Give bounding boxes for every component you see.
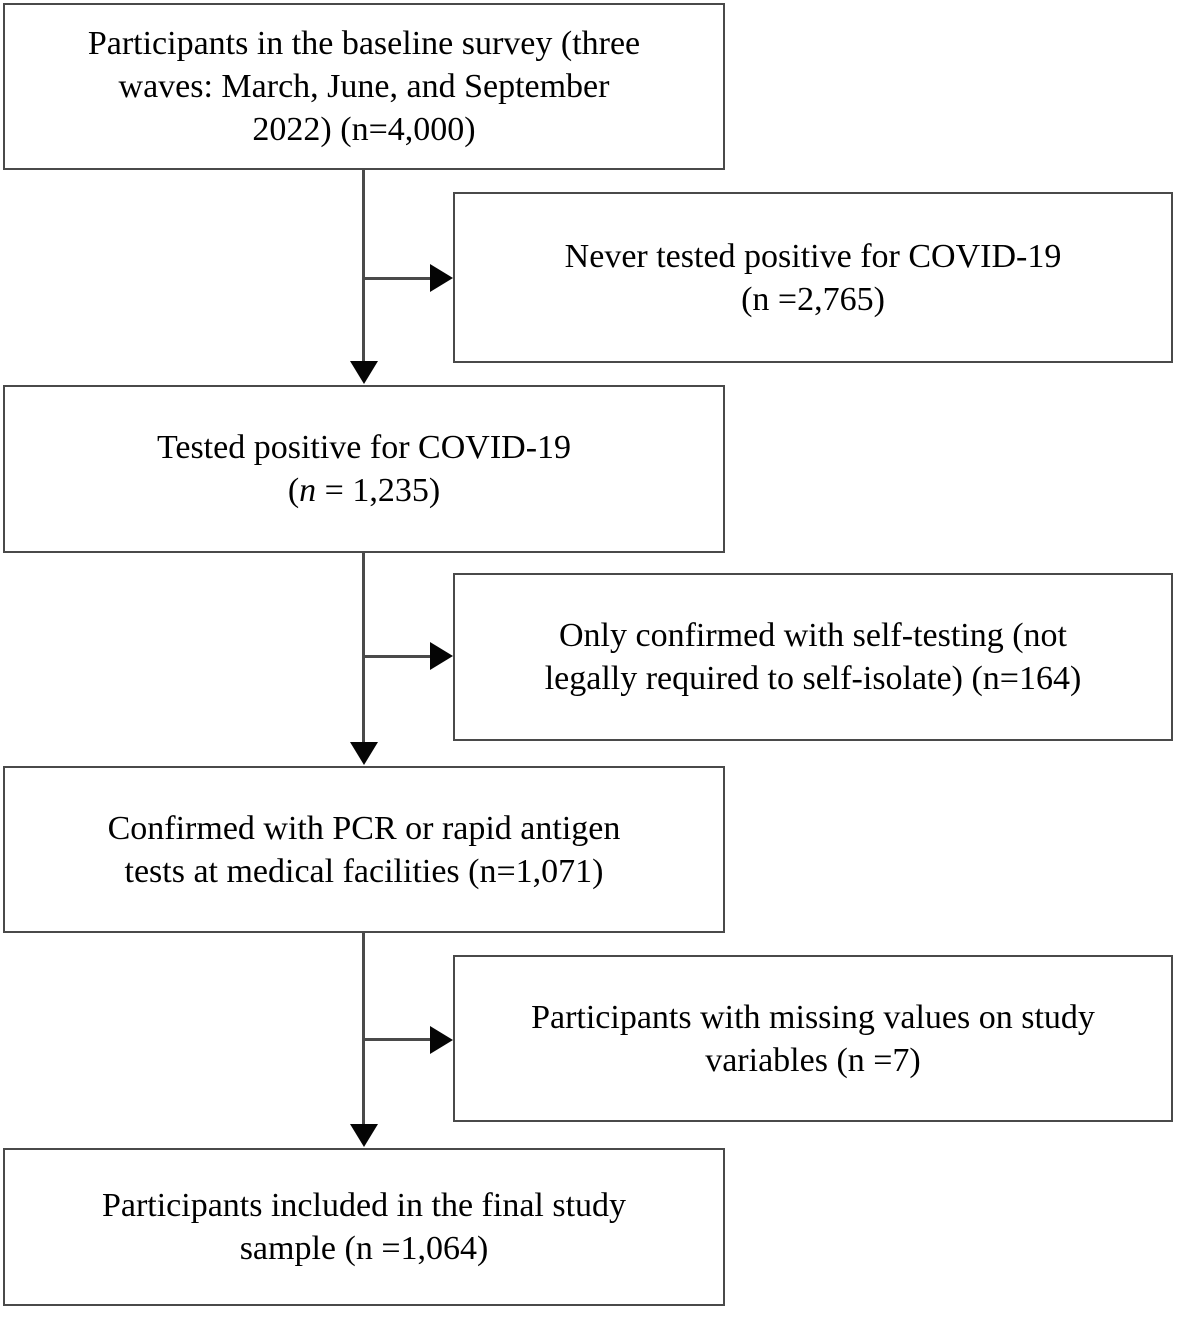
box-text-line: sample (n =1,064) — [239, 1230, 489, 1267]
flow-box-final-sample: Participants included in the final study… — [3, 1148, 725, 1306]
flow-box-missing-values: Participants with missing values on stud… — [453, 955, 1173, 1122]
box-text-line: Only confirmed with self-testing (not — [558, 617, 1067, 654]
math-variable-n: n — [299, 472, 317, 509]
box-text-line: Participants in the baseline survey (thr… — [87, 25, 641, 62]
box-text-line: (n =2,765) — [741, 280, 885, 318]
box-text-line: legally required to self-isolate) (n=164… — [544, 660, 1082, 697]
down-arrowhead-icon — [350, 1124, 378, 1147]
box-text-line: Participants included in the final study — [101, 1187, 627, 1224]
flow-box-pcr-confirmed: Confirmed with PCR or rapid antigen test… — [3, 766, 725, 933]
connector-line-vertical — [362, 553, 365, 743]
box-text-line: tests at medical facilities (n=1,071) — [124, 852, 604, 890]
box-text-line: waves: March, June, and September — [118, 68, 610, 105]
down-arrowhead-icon — [350, 361, 378, 384]
box-text-line: Participants with missing values on stud… — [531, 998, 1095, 1036]
math-value: = 1,235) — [316, 472, 441, 509]
connector-line-vertical — [362, 933, 365, 1125]
box-text-line: Never tested positive for COVID-19 — [564, 237, 1062, 275]
paren-open: ( — [287, 472, 300, 509]
connector-line-horizontal — [363, 1038, 430, 1041]
flow-box-baseline-survey: Participants in the baseline survey (thr… — [3, 3, 725, 170]
connector-line-horizontal — [363, 277, 430, 280]
right-arrowhead-icon — [430, 1026, 453, 1054]
box-text-line: 2022) (n=4,000) — [252, 111, 476, 148]
box-text-line: Confirmed with PCR or rapid antigen — [107, 809, 621, 847]
right-arrowhead-icon — [430, 264, 453, 292]
flow-box-never-tested-positive: Never tested positive for COVID-19 (n =2… — [453, 192, 1173, 363]
connector-line-horizontal — [363, 655, 430, 658]
flow-box-tested-positive: Tested positive for COVID-19 (n = 1,235) — [3, 385, 725, 553]
connector-line-vertical — [362, 170, 365, 362]
flow-box-self-testing-only: Only confirmed with self-testing (not le… — [453, 573, 1173, 741]
right-arrowhead-icon — [430, 642, 453, 670]
box-text-line: (n = 1,235) — [288, 469, 440, 512]
box-text-line: variables (n =7) — [705, 1041, 921, 1079]
box-text-line: Tested positive for COVID-19 — [156, 429, 572, 466]
down-arrowhead-icon — [350, 742, 378, 765]
